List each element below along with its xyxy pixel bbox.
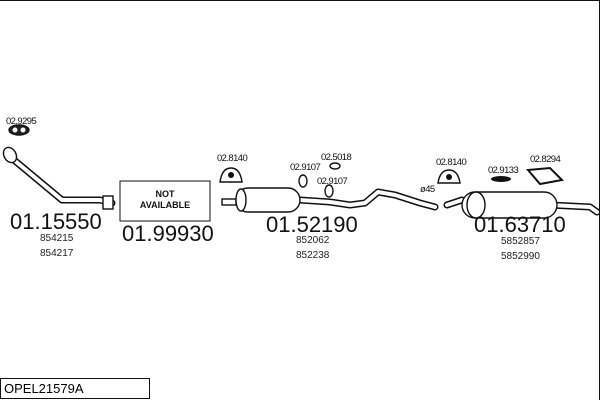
part-label-clamp: 02.5018 (321, 152, 351, 163)
part-label-hanger-2: 02.8140 (436, 157, 466, 168)
rubber-mount-icon[interactable] (491, 176, 511, 182)
part-number: 01.15550 (10, 209, 102, 234)
oe-number: 5852857 (501, 236, 540, 247)
part-label-rubber: 02.9133 (488, 165, 518, 176)
part-label-hanger-1: 02.8140 (217, 153, 247, 164)
front-pipe-01-15550[interactable] (1, 145, 116, 210)
sealing-ring-icon[interactable] (525, 166, 565, 186)
diameter-label: ø45 (420, 184, 435, 195)
part-label-ring-large: 02.8294 (530, 154, 560, 165)
part-label-gasket: 02.9295 (6, 116, 36, 127)
oe-number: 5852990 (501, 251, 540, 262)
part-label-ring-2: 02.9107 (317, 176, 347, 187)
part-number: 01.99930 (122, 221, 214, 246)
clamp-icon[interactable] (329, 162, 341, 170)
not-available-line1: NOT (156, 189, 176, 199)
gasket-icon[interactable] (8, 124, 30, 136)
part-number: 01.52190 (266, 212, 358, 237)
ring-icon[interactable] (324, 184, 334, 198)
diagram-code: OPEL21579A (0, 378, 150, 399)
oe-number: 854217 (40, 248, 74, 259)
hanger-icon[interactable] (219, 167, 243, 183)
oe-number: 852238 (296, 250, 330, 261)
oe-number: 852062 (296, 235, 330, 246)
hanger-icon[interactable] (437, 169, 461, 184)
not-available-line2: AVAILABLE (140, 200, 190, 210)
rear-silencer-01-63710[interactable] (443, 191, 600, 219)
not-available-box (119, 180, 211, 222)
middle-silencer-01-52190[interactable] (221, 187, 439, 213)
oe-number: 854215 (40, 233, 74, 244)
part-label-ring-1: 02.9107 (290, 162, 320, 173)
ring-icon[interactable] (298, 174, 308, 188)
part-number: 01.63710 (474, 212, 566, 237)
